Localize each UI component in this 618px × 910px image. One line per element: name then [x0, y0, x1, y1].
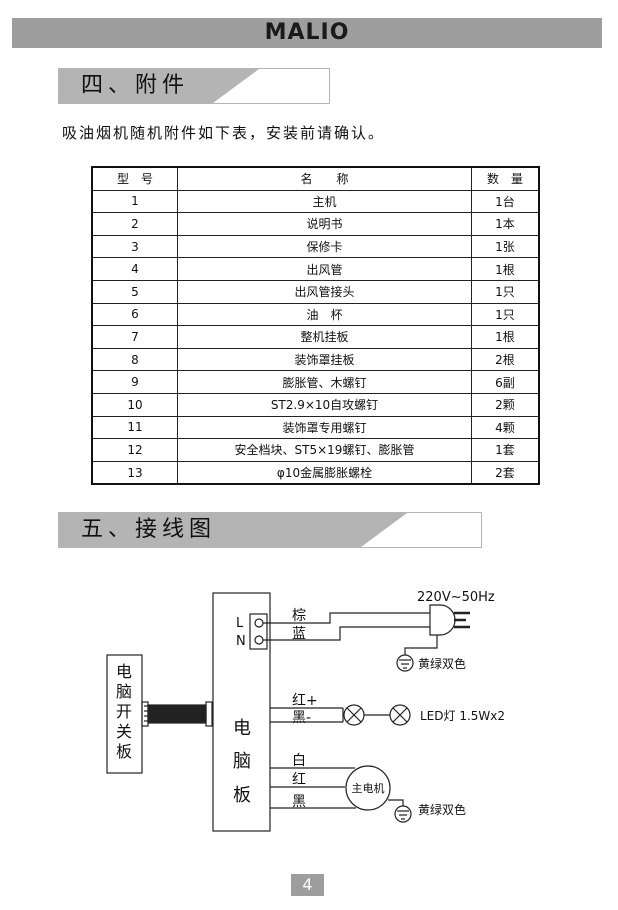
- section-header-accessories: 四、附件: [58, 68, 330, 104]
- svg-text:脑: 脑: [116, 682, 132, 701]
- section-header-wiring: 五、接线图: [58, 512, 482, 548]
- section-title: 五、接线图: [81, 517, 217, 542]
- svg-text:关: 关: [116, 722, 132, 741]
- ground-icon: [394, 805, 412, 823]
- red-plus-label: 红+: [292, 693, 318, 709]
- cell-name: φ10金属膨胀螺栓: [177, 460, 472, 485]
- motor-ground-wire: [388, 799, 404, 806]
- terminal-n-icon: [254, 635, 264, 645]
- brown-wire-label: 棕: [292, 608, 306, 624]
- svg-text:开: 开: [116, 702, 132, 721]
- red-wire-label: 红: [292, 772, 306, 788]
- terminal-l-label: L: [236, 616, 244, 631]
- brand-logo: MALIO: [264, 20, 350, 45]
- svg-text:板: 板: [233, 785, 251, 806]
- page-number: 4: [291, 874, 324, 896]
- white-wire-label: 白: [292, 753, 306, 769]
- blue-wire: [263, 626, 430, 641]
- svg-text:板: 板: [116, 742, 132, 761]
- led-lamp-icon: [343, 704, 365, 726]
- motor-icon: [345, 765, 391, 811]
- blue-wire-label: 蓝: [292, 626, 306, 642]
- terminal-l-icon: [254, 618, 264, 628]
- section-tab-shape: [59, 513, 407, 547]
- cell-quantity: 1只: [471, 279, 540, 304]
- svg-text:电: 电: [233, 718, 251, 739]
- header-bar: MALIO: [12, 18, 602, 48]
- cell-model: 13: [91, 460, 178, 485]
- terminal-n-label: N: [236, 634, 246, 649]
- main-board-box: [212, 592, 271, 832]
- cell-quantity: 1根: [471, 325, 540, 349]
- terminal-block: [249, 613, 268, 650]
- table-header-row: 型 号 名 称 数 量: [91, 166, 540, 191]
- column-header-name: 名 称: [177, 166, 472, 191]
- led-lamp-icon: [389, 704, 411, 726]
- connector-cable: [141, 701, 213, 727]
- cell-name: 主机: [177, 189, 472, 214]
- motor-label: 主电机: [352, 781, 385, 795]
- cell-quantity: 2套: [471, 460, 540, 485]
- ground-icon: [396, 654, 414, 672]
- cell-quantity: 1台: [471, 189, 540, 214]
- main-board-label: 电 脑 板: [233, 718, 251, 806]
- switch-board-label: 电 脑 开 关 板: [116, 662, 132, 761]
- cell-name: 膨胀管、木螺钉: [177, 370, 472, 394]
- intro-text: 吸油烟机随机附件如下表，安装前请确认。: [62, 124, 386, 142]
- brown-wire: [263, 612, 430, 624]
- cell-quantity: 6副: [471, 370, 540, 394]
- cell-model: 11: [91, 415, 178, 440]
- svg-text:电: 电: [116, 662, 132, 681]
- column-header-model: 型 号: [91, 166, 178, 191]
- ground-label: 黄绿双色: [418, 802, 466, 817]
- led-label: LED灯 1.5Wx2: [420, 709, 505, 723]
- cell-name: ST2.9×10自攻螺钉: [177, 392, 472, 417]
- cell-name: 安全档块、ST5×19螺钉、膨胀管: [177, 438, 472, 462]
- power-plug-icon: [404, 604, 470, 655]
- ground-label: 黄绿双色: [418, 656, 466, 671]
- column-header-quantity: 数 量: [471, 166, 540, 191]
- black-wire-label: 黑: [292, 794, 306, 810]
- power-rating-label: 220V~50Hz: [417, 590, 495, 605]
- black-minus-label: 黑-: [292, 710, 311, 726]
- section-title: 四、附件: [81, 73, 190, 98]
- cell-name: 装饰罩挂板: [177, 347, 472, 372]
- svg-text:脑: 脑: [233, 751, 251, 772]
